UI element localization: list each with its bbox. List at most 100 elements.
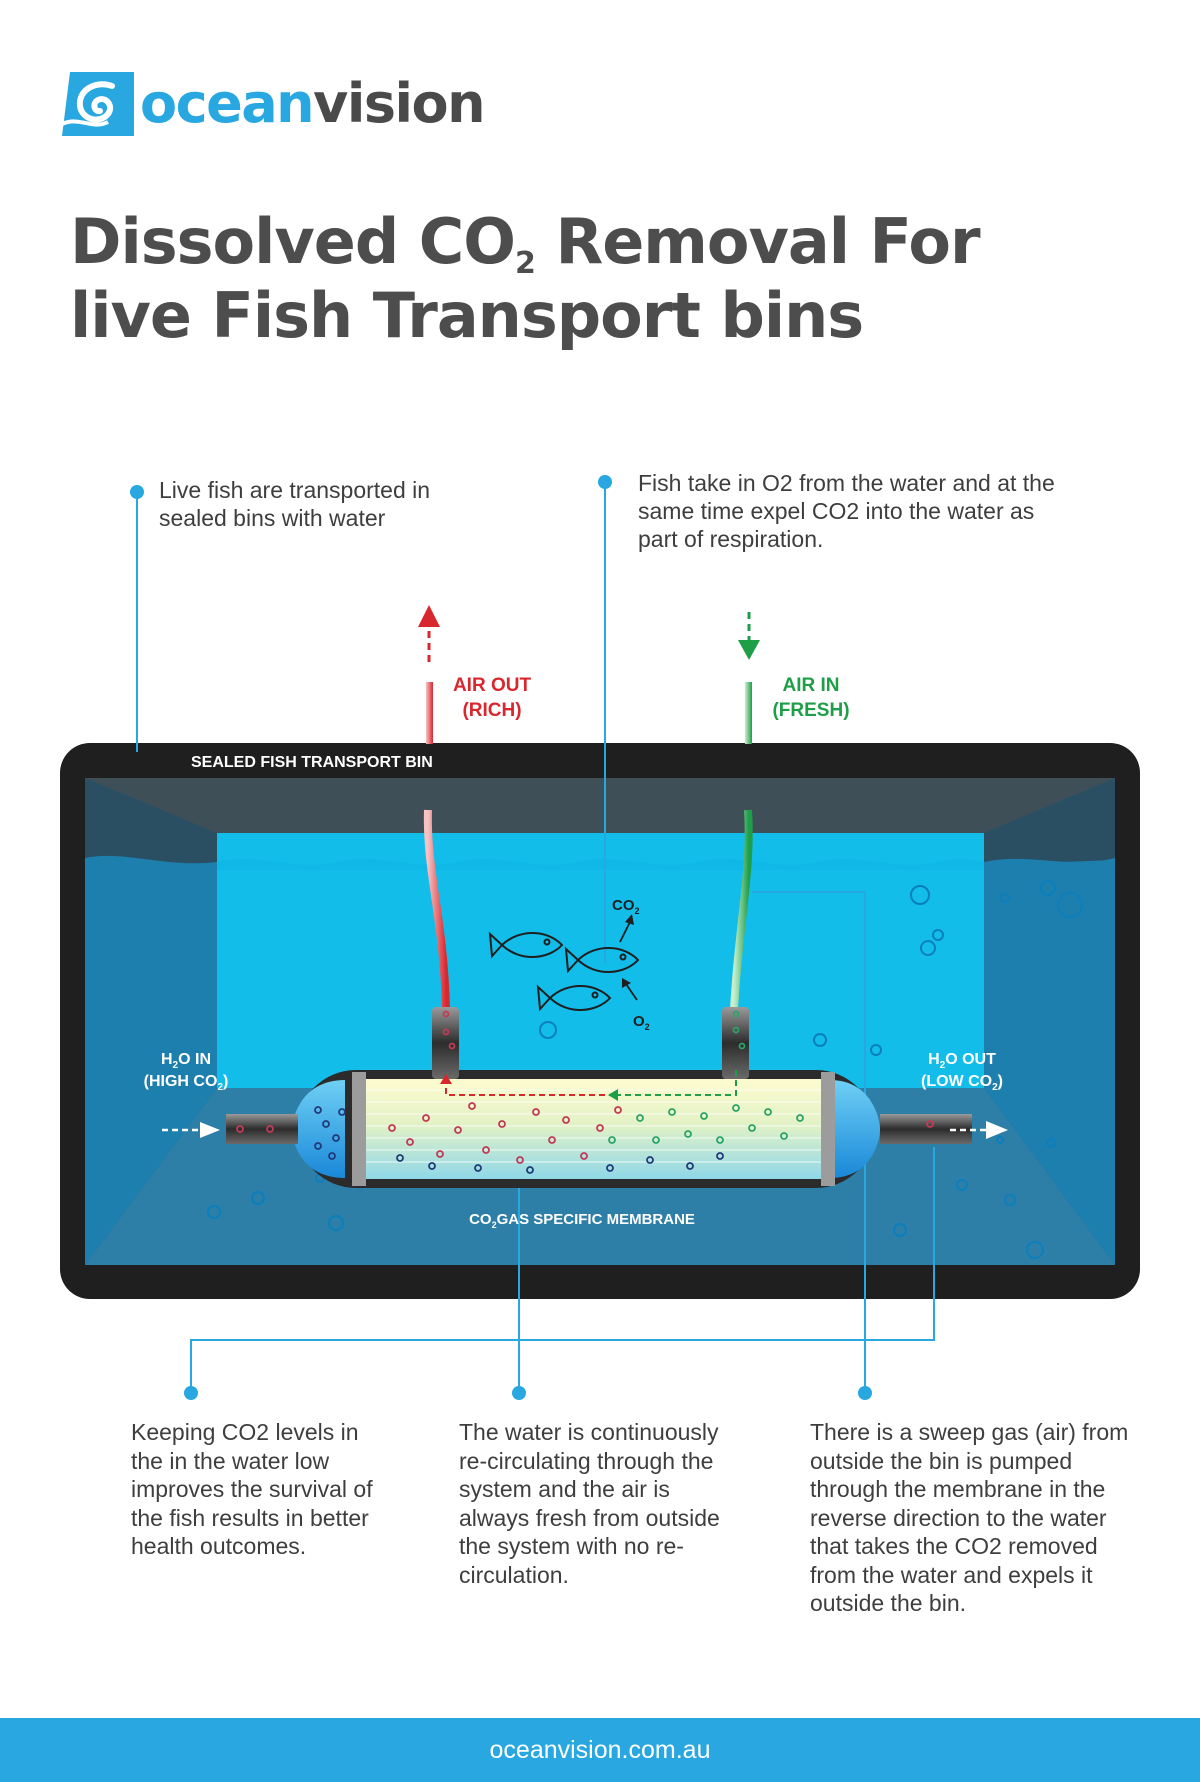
- air-in-internal-arrow: [615, 1070, 737, 1096]
- leader-dot-bottom-center: [512, 1386, 526, 1400]
- footer-url-link[interactable]: oceanvision.com.au: [489, 1736, 711, 1764]
- h2o-out-line2-sub: 2: [992, 1082, 998, 1093]
- dark-molecules: [314, 1106, 724, 1174]
- leader-dot-bottom-left: [184, 1386, 198, 1400]
- water-left-wall: [85, 860, 217, 1265]
- h2o-out-label-line1: H2O OUT: [928, 1051, 996, 1071]
- leader-lines: [136, 482, 935, 1393]
- module-flange-left: [352, 1072, 366, 1186]
- module-cap-right: [830, 1080, 880, 1178]
- title-line2: live Fish Transport bins: [70, 279, 864, 352]
- membrane-label-pre: CO: [469, 1211, 492, 1228]
- air-out-label-line1: AIR OUT: [453, 675, 532, 696]
- bin-ceiling: [85, 778, 1115, 833]
- air-in-label-line2: (FRESH): [772, 700, 849, 721]
- air-out-label-line2: (RICH): [462, 700, 521, 721]
- h2o-in-sub: 2: [173, 1060, 179, 1071]
- h2o-in-post: O IN: [178, 1051, 211, 1068]
- membrane-label-sub: 2: [492, 1220, 497, 1230]
- h2o-in-pre: H: [161, 1051, 173, 1068]
- air-out-internal-arrow-head: [440, 1074, 452, 1084]
- module-flange-right: [821, 1072, 835, 1186]
- fish-icon: [564, 946, 640, 974]
- o2-label-sub: 2: [645, 1022, 650, 1032]
- leader-dot-bottom-right: [858, 1386, 872, 1400]
- air-out-tube-inside: [423, 809, 450, 1011]
- o2-respiration-arrow-head: [622, 978, 631, 988]
- bin-frame: [60, 743, 1140, 1299]
- water-out-pipe: [880, 1114, 972, 1144]
- bin-back-wall: [217, 833, 984, 1088]
- h2o-in-line2-sub: 2: [217, 1082, 223, 1093]
- brand-name: oceanvision: [140, 72, 486, 136]
- h2o-out-post: O OUT: [945, 1051, 996, 1068]
- air-out-tube-outside: [426, 682, 433, 744]
- title-line1-prefix: Dissolved CO: [70, 205, 516, 278]
- water-in-arrow-head: [200, 1122, 220, 1138]
- membrane-fibers: [366, 1089, 821, 1163]
- brand-name-ocean: ocean: [140, 72, 315, 135]
- co2-molecules: [236, 1010, 934, 1164]
- fish-icon: [488, 931, 564, 959]
- title-line1-sub: 2: [515, 246, 536, 281]
- h2o-out-label-line2: (LOW CO2): [921, 1073, 1003, 1093]
- h2o-in-line2-pre: (HIGH CO: [144, 1073, 218, 1090]
- air-in-internal-arrow-head: [608, 1089, 618, 1101]
- membrane-core: [366, 1079, 821, 1179]
- co2-respiration-arrow: [619, 921, 631, 943]
- water-surface-left: [85, 855, 217, 872]
- co2-label-sub: 2: [635, 906, 640, 916]
- co2-label: CO2: [612, 897, 640, 916]
- module-cap-left: [292, 1080, 345, 1178]
- fish-icon: [536, 984, 612, 1012]
- o2-respiration-arrow: [625, 983, 638, 1001]
- water-surface-right: [984, 858, 1115, 872]
- footer-bar: oceanvision.com.au: [0, 1718, 1200, 1782]
- membrane-label-post: GAS SPECIFIC MEMBRANE: [497, 1211, 695, 1228]
- callout-bottom-center: The water is continuously re-circulating…: [459, 1419, 720, 1588]
- water-right-wall: [984, 860, 1115, 1265]
- air-in-tube-inside: [730, 809, 753, 1011]
- water-bubbles: [207, 880, 1083, 1259]
- bin-interior: [85, 778, 1115, 1265]
- title-line1-suffix: Removal For: [534, 205, 980, 278]
- callout-bottom-left: Keeping CO2 levels in the in the water l…: [131, 1419, 373, 1559]
- h2o-in-label-line2: (HIGH CO2): [144, 1073, 229, 1093]
- callout-bottom-right: There is a sweep gas (air) from outside …: [810, 1419, 1129, 1616]
- wave-swirl-icon: [62, 72, 134, 136]
- leader-dot-top-left: [130, 485, 144, 499]
- brand-name-vision: vision: [313, 72, 485, 135]
- h2o-out-pre: H: [928, 1051, 940, 1068]
- bin-floor: [85, 1088, 1115, 1265]
- leader-dot-top-right: [598, 475, 612, 489]
- water-in-pipe: [226, 1114, 298, 1144]
- co2-respiration-arrow-head: [625, 914, 634, 925]
- h2o-in-label-line1: H2O IN: [161, 1051, 211, 1071]
- water-surface: [217, 859, 984, 870]
- brand-logo: oceanvision: [62, 70, 486, 140]
- membrane-label: CO2GAS SPECIFIC MEMBRANE: [469, 1211, 695, 1230]
- bin-label: SEALED FISH TRANSPORT BIN: [191, 754, 433, 771]
- module-body: [297, 1070, 875, 1188]
- h2o-out-line2-post: ): [998, 1073, 1003, 1090]
- air-out-arrow-head: [418, 605, 440, 627]
- o2-label: O2: [633, 1013, 650, 1032]
- air-in-arrow-head: [738, 640, 760, 660]
- bin-right-wall: [984, 778, 1115, 1265]
- h2o-out-sub: 2: [940, 1060, 946, 1071]
- o2-molecules: [608, 1010, 804, 1144]
- air-in-tube-outside: [745, 682, 752, 744]
- h2o-out-line2-pre: (LOW CO: [921, 1073, 992, 1090]
- air-in-port: [722, 1007, 749, 1079]
- air-out-internal-arrow: [445, 1080, 615, 1096]
- co2-label-pre: CO: [612, 897, 635, 914]
- air-out-port: [432, 1007, 459, 1079]
- bin-left-wall: [85, 778, 217, 1265]
- water-out-arrow-head: [986, 1121, 1008, 1139]
- callout-top-left: Live fish are transported in sealed bins…: [159, 477, 431, 531]
- h2o-in-line2-post: ): [223, 1073, 228, 1090]
- callout-top-right: Fish take in O2 from the water and at th…: [638, 470, 1055, 552]
- air-in-label-line1: AIR IN: [783, 675, 840, 696]
- page-title: Dissolved CO2 Removal For live Fish Tran…: [70, 205, 1070, 353]
- o2-label-pre: O: [633, 1013, 645, 1030]
